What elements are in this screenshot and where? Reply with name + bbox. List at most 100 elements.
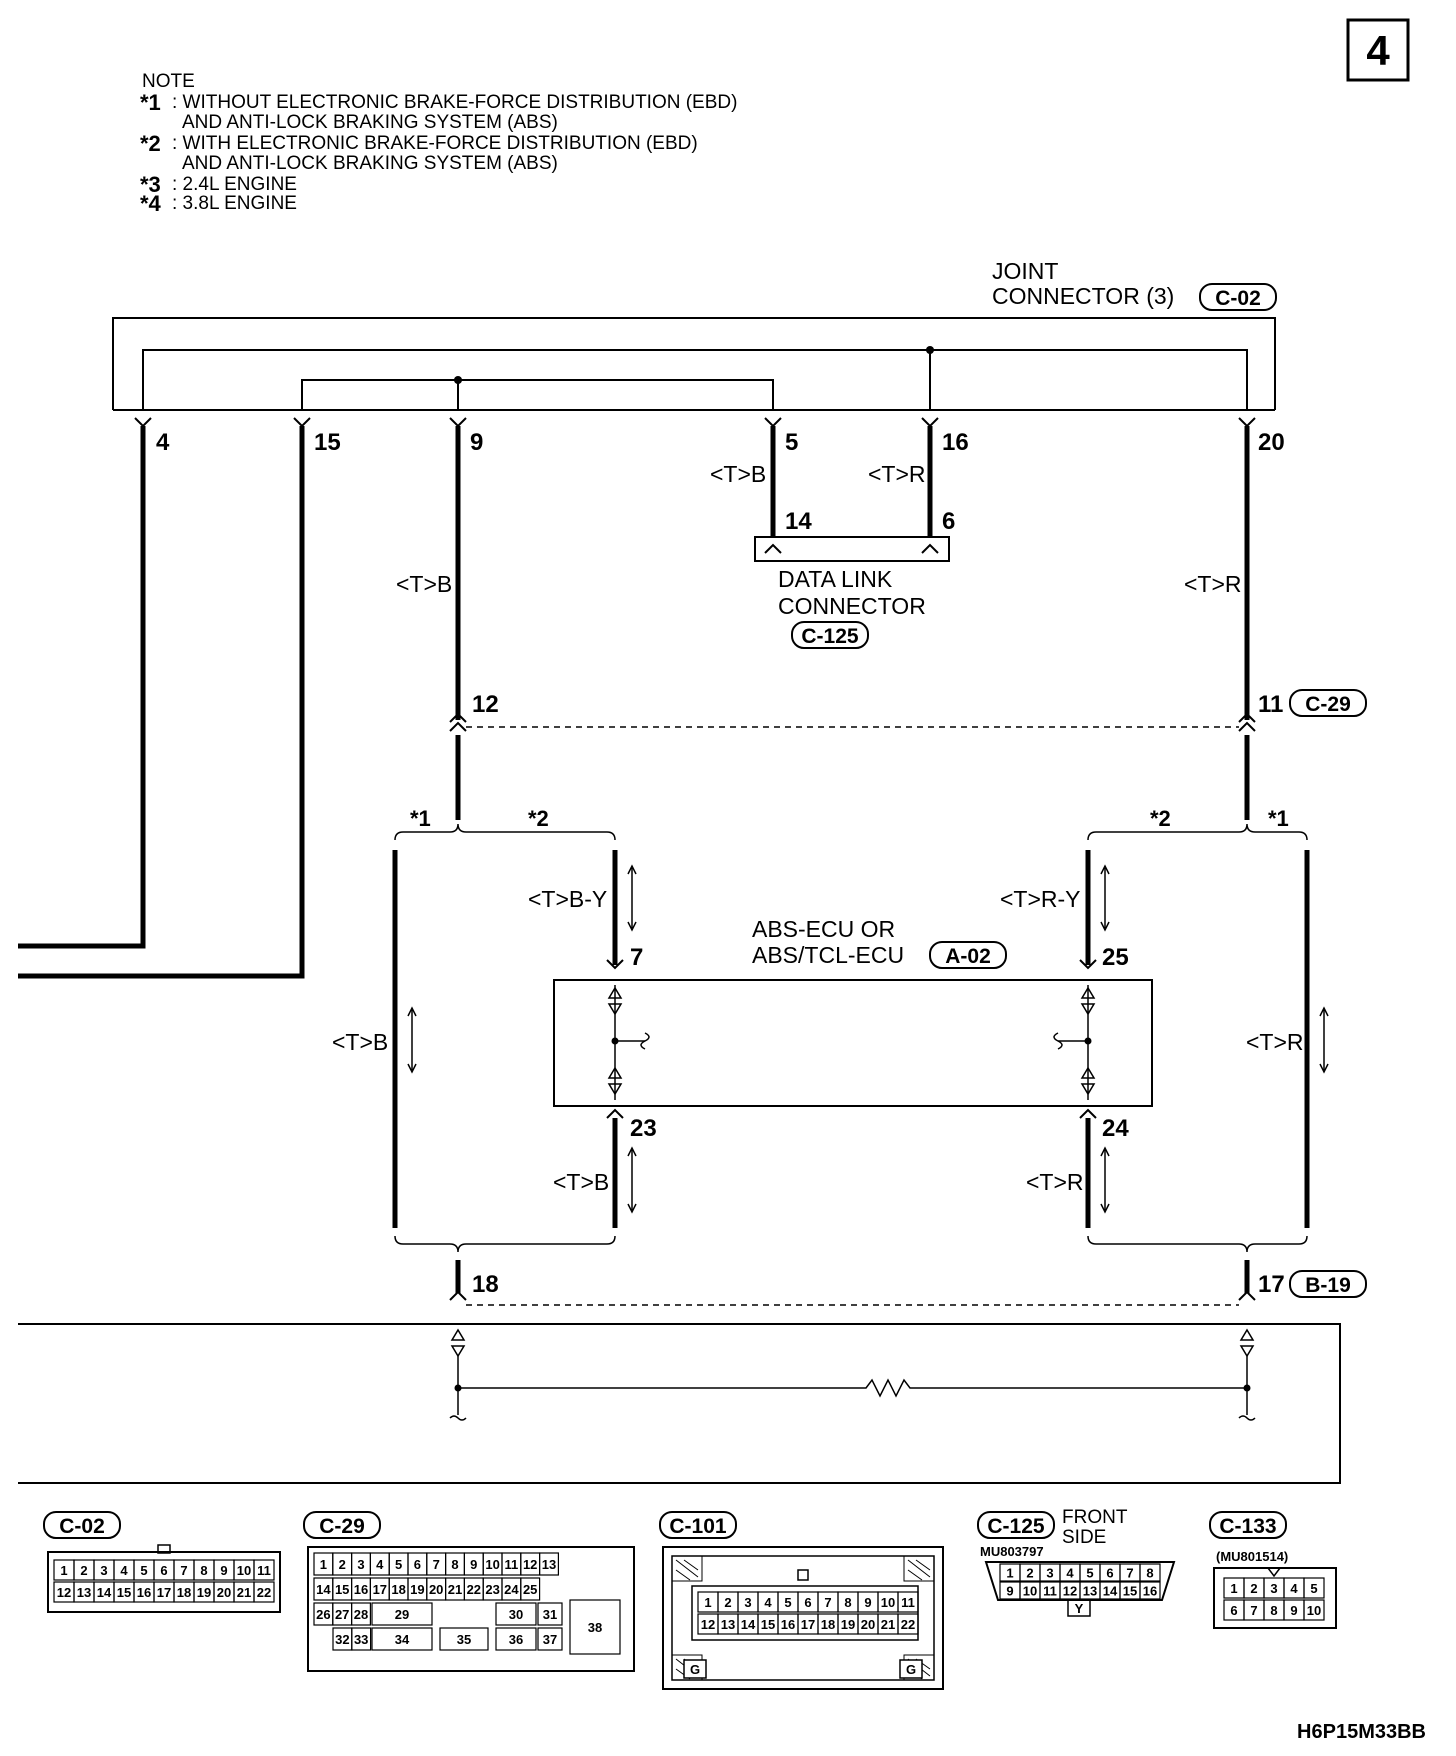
joint-dot-16 — [926, 346, 934, 354]
connector-pin-number: 10 — [1307, 1603, 1321, 1618]
connector-pin-number: 3 — [100, 1563, 107, 1578]
connector-pin-number: 5 — [1310, 1581, 1317, 1596]
connector-pin-number: 15 — [335, 1582, 349, 1597]
connector-pin-number: 6 — [414, 1557, 421, 1572]
c02-face-id: C-02 — [59, 1515, 105, 1538]
connector-pin-number: 6 — [804, 1595, 811, 1610]
joint-pin-15: 15 — [314, 429, 341, 456]
connector-pin-number: 4 — [376, 1557, 384, 1572]
joint-connector-label-1: JOINT — [992, 258, 1058, 284]
dlc-pin-6: 6 — [942, 508, 955, 535]
dlc-id: C-125 — [801, 625, 859, 648]
connector-pin-number: 16 — [354, 1582, 368, 1597]
connector-pin-number: 18 — [177, 1585, 191, 1600]
connector-pin-number: 5 — [140, 1563, 147, 1578]
variant-braces-bottom — [394, 1235, 1308, 1253]
note-mark-3: *3 — [140, 172, 161, 197]
connector-pin-number: 20 — [429, 1582, 443, 1597]
connector-cavity — [1303, 1577, 1325, 1599]
star-1-left: *1 — [410, 806, 431, 831]
ecu-label-2: ABS/TCL-ECU — [752, 942, 904, 968]
connector-pin-number: 8 — [451, 1557, 458, 1572]
wire-color-pin9: <T>B — [396, 571, 452, 597]
connector-pin-number: 2 — [724, 1595, 731, 1610]
note-mark-1: *1 — [140, 90, 161, 115]
c133-part: (MU801514) — [1216, 1549, 1288, 1564]
connector-pin-number: 2 — [1250, 1581, 1257, 1596]
connector-pin-number: 29 — [395, 1607, 409, 1622]
connector-pin-number: 9 — [1290, 1603, 1297, 1618]
note-mark-4: *4 — [140, 191, 162, 216]
connector-pin-number: 4 — [1066, 1566, 1074, 1581]
wire-color-pin24: <T>R — [1026, 1169, 1084, 1195]
connector-pin-number: 14 — [97, 1585, 112, 1600]
connector-pin-number: 15 — [761, 1617, 775, 1632]
connector-cavity — [537, 1602, 563, 1626]
connector-pin-number: 3 — [1270, 1581, 1277, 1596]
connector-cavity — [371, 1602, 433, 1626]
joint-dot-9 — [454, 376, 462, 384]
connector-cavity — [495, 1602, 537, 1626]
connector-pin-number: 1 — [320, 1557, 327, 1572]
connector-pin-number: 16 — [137, 1585, 151, 1600]
joint-pin-20: 20 — [1258, 429, 1285, 456]
note-text-4: : 3.8L ENGINE — [172, 193, 297, 214]
b19-id: B-19 — [1305, 1274, 1351, 1297]
c29-id: C-29 — [1305, 693, 1351, 716]
dlc-pin-14: 14 — [785, 508, 812, 535]
connector-pin-number: 21 — [237, 1585, 251, 1600]
c125-y: Y — [1075, 1601, 1084, 1616]
b19-connector: 18 17 B-19 — [449, 1270, 1367, 1306]
connector-cavity — [351, 1627, 372, 1651]
connector-pin-number: 23 — [485, 1582, 499, 1597]
connector-cavity — [439, 1627, 489, 1651]
connector-pin-number: 24 — [504, 1582, 519, 1597]
connector-pin-number: 34 — [395, 1632, 410, 1647]
connector-pin-number: 9 — [470, 1557, 477, 1572]
wire-color-pin5: <T>B — [710, 461, 766, 487]
connector-pin-number: 4 — [1290, 1581, 1298, 1596]
connector-pin-number: 6 — [160, 1563, 167, 1578]
connector-pin-number: 36 — [509, 1632, 523, 1647]
connector-pin-number: 13 — [542, 1557, 556, 1572]
resistor-node-left — [454, 1384, 462, 1392]
note-mark-2: *2 — [140, 131, 161, 156]
connector-pin-number: 32 — [335, 1632, 349, 1647]
connector-cavity — [1139, 1581, 1161, 1600]
c29-inline-connector: 12 11 C-29 — [449, 689, 1367, 732]
connector-cavity — [537, 1627, 563, 1651]
connector-pin-number: 13 — [721, 1617, 735, 1632]
c125-part: MU803797 — [980, 1544, 1044, 1559]
connector-pin-number: 17 — [373, 1582, 387, 1597]
connector-pin-number: 33 — [354, 1632, 368, 1647]
connector-cavity — [1303, 1599, 1325, 1621]
c29-face-id: C-29 — [319, 1515, 365, 1538]
wire-color-right-star1: <T>R — [1246, 1029, 1304, 1055]
ecu-id: A-02 — [945, 945, 991, 968]
resistor-node-right — [1243, 1384, 1251, 1392]
connector-pin-number: 15 — [117, 1585, 131, 1600]
connector-pin-number: 19 — [410, 1582, 424, 1597]
connector-pin-number: 2 — [1026, 1566, 1033, 1581]
lower-component — [18, 1323, 1341, 1484]
connector-pin-number: 25 — [523, 1582, 537, 1597]
ecu-pin-25: 25 — [1102, 944, 1129, 971]
c133-face-id: C-133 — [1219, 1515, 1276, 1538]
connector-pin-number: 17 — [157, 1585, 171, 1600]
abs-ecu: ABS-ECU OR ABS/TCL-ECU A-02 7 25 23 24 — [553, 916, 1153, 1142]
connector-cavity — [253, 1559, 275, 1581]
connector-pin-number: 10 — [237, 1563, 251, 1578]
variant-braces-top — [394, 823, 1308, 841]
joint-connector-id-box — [1199, 283, 1277, 311]
connector-pin-number: 17 — [801, 1617, 815, 1632]
c125-side-2: SIDE — [1062, 1527, 1106, 1548]
connector-pin-number: 1 — [1006, 1566, 1013, 1581]
connector-cavity — [1139, 1563, 1161, 1582]
connector-pin-number: 28 — [354, 1607, 368, 1622]
ecu-pin-24: 24 — [1102, 1115, 1129, 1142]
joint-pin-5: 5 — [785, 429, 798, 456]
c101-g-right: G — [906, 1662, 916, 1677]
connector-pin-number: 16 — [1143, 1584, 1157, 1599]
